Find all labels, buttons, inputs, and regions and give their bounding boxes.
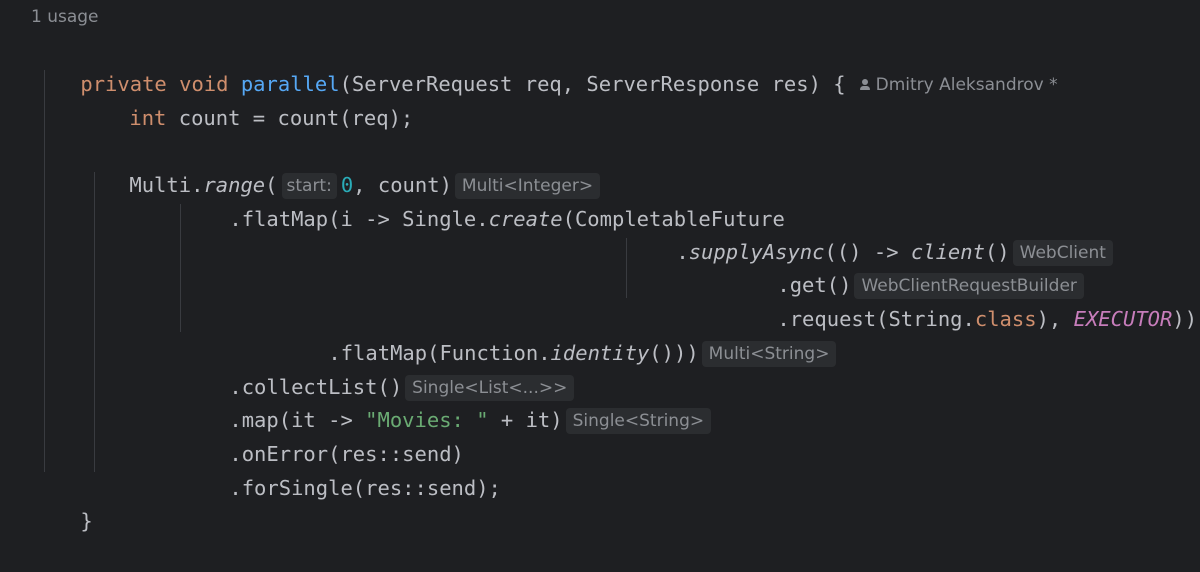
- type-hint[interactable]: WebClientRequestBuilder: [854, 273, 1084, 299]
- method-name[interactable]: parallel: [240, 72, 340, 96]
- code-text: .request(String.: [777, 307, 975, 331]
- code-line-8: .flatMap(Function.identity()))Multi<Stri…: [279, 302, 839, 367]
- type-hint[interactable]: WebClient: [1012, 240, 1113, 266]
- code-text: (): [984, 240, 1010, 264]
- keyword-private: private: [80, 72, 167, 96]
- code-line-9: .collectList()Single<List<...>>: [180, 336, 577, 401]
- code-line-10: .map(it -> "Movies: " + it)Single<String…: [180, 369, 714, 434]
- static-method-supplyasync: supplyAsync: [688, 240, 825, 264]
- code-text: .onError(res::send): [229, 442, 464, 466]
- type-hint[interactable]: Single<String>: [565, 408, 712, 434]
- method-params: (ServerRequest req, ServerResponse res) …: [339, 72, 846, 96]
- code-line-5: .supplyAsync(() -> client()WebClient: [627, 201, 1116, 266]
- person-icon: [859, 79, 870, 91]
- code-text: (CompletableFuture: [562, 207, 785, 231]
- indent-guide: [180, 204, 181, 332]
- keyword-int: int: [129, 106, 167, 130]
- code-line-3: Multi.range(start:0, count)Multi<Integer…: [80, 134, 603, 199]
- code-text: .flatMap(i -> Single.: [229, 207, 489, 231]
- code-text: .collectList(): [229, 375, 403, 399]
- code-text: , count): [353, 173, 452, 197]
- code-text: count = count(req);: [166, 106, 414, 130]
- code-text: + it): [488, 408, 563, 432]
- static-method-identity: identity: [550, 341, 650, 365]
- type-hint[interactable]: Multi<Integer>: [454, 173, 601, 199]
- usages-hint[interactable]: 1 usage: [31, 7, 99, 27]
- code-line-6: .get()WebClientRequestBuilder: [728, 234, 1087, 299]
- static-method-create: create: [488, 207, 563, 231]
- code-line-7: .request(String.class), EXECUTOR)): [728, 268, 1197, 331]
- static-method-range: range: [203, 173, 266, 197]
- code-text: .get(): [777, 273, 852, 297]
- indent-guide: [44, 70, 45, 472]
- number-literal: 0: [340, 173, 354, 197]
- code-line-1: private void parallel(ServerRequest req,…: [31, 33, 1057, 96]
- author-name: Dmitry Aleksandrov: [875, 75, 1044, 95]
- code-text: .map(it ->: [229, 408, 366, 432]
- code-text: )): [1172, 307, 1198, 331]
- code-text: .flatMap(Function.: [328, 341, 551, 365]
- code-text: (() ->: [824, 240, 911, 264]
- indent-guide: [94, 172, 95, 472]
- code-line-2: int count = count(req);: [80, 67, 413, 130]
- code-line-4: .flatMap(i -> Single.create(CompletableF…: [180, 168, 784, 231]
- code-line-11: .onError(res::send): [180, 403, 464, 466]
- author-hint[interactable]: Dmitry Aleksandrov *: [859, 68, 1058, 102]
- code-text: ),: [1036, 307, 1074, 331]
- keyword-void: void: [179, 72, 229, 96]
- closing-brace: }: [80, 509, 93, 533]
- code-text: Multi.: [129, 173, 204, 197]
- code-line-13: }: [31, 470, 92, 533]
- code-text: ())): [649, 341, 699, 365]
- string-literal: "Movies: ": [365, 408, 489, 432]
- modified-marker: *: [1049, 75, 1058, 95]
- type-hint[interactable]: Single<List<...>>: [405, 375, 575, 401]
- code-text: .: [676, 240, 689, 264]
- code-line-12: .forSingle(res::send);: [180, 437, 501, 500]
- code-text: (: [265, 173, 278, 197]
- type-hint[interactable]: Multi<String>: [701, 341, 837, 367]
- method-client: client: [910, 240, 985, 264]
- indent-guide: [626, 238, 627, 298]
- constant-executor: EXECUTOR: [1073, 307, 1173, 331]
- code-editor[interactable]: 1 usage private void parallel(ServerRequ…: [0, 0, 1200, 535]
- keyword-class: class: [974, 307, 1037, 331]
- code-text: .forSingle(res::send);: [229, 476, 501, 500]
- param-hint-start[interactable]: start:: [281, 173, 337, 199]
